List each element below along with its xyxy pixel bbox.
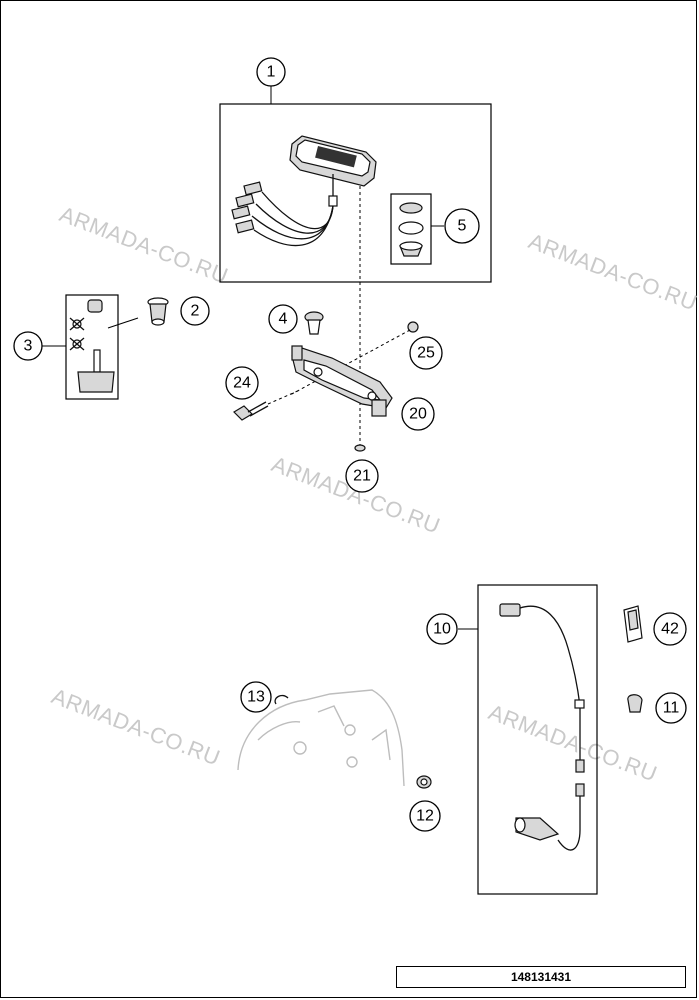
sensor-cable-illustration [499, 603, 585, 851]
sensor-cable-box [477, 584, 598, 895]
seal-kit-illustration [398, 202, 424, 257]
svg-text:1: 1 [267, 64, 276, 81]
seal-kit-box [390, 193, 432, 265]
callout-25[interactable]: 25 [409, 336, 443, 370]
callout-4[interactable]: 4 [268, 304, 298, 334]
watermark: ARMADA-CO.RU [48, 683, 223, 770]
svg-text:12: 12 [416, 808, 434, 825]
engine-cover-ghost [237, 689, 405, 787]
callout-21[interactable]: 21 [345, 459, 379, 493]
speedometer-kit-box [219, 103, 492, 283]
callout-3[interactable]: 3 [13, 331, 43, 361]
bolt-24-illustration [233, 401, 269, 421]
sleeve-12-illustration [416, 775, 432, 789]
callout-10[interactable]: 10 [426, 613, 458, 645]
assembly-axis [267, 389, 301, 405]
svg-text:4: 4 [279, 311, 288, 328]
callout-20[interactable]: 20 [401, 397, 435, 431]
drawing-number: 148131431 [396, 966, 686, 988]
svg-text:24: 24 [233, 375, 251, 392]
svg-text:5: 5 [458, 218, 467, 235]
grommet-illustration [304, 311, 324, 335]
leader-line [107, 317, 139, 329]
callout-2[interactable]: 2 [180, 296, 210, 326]
screw-25-illustration [407, 321, 419, 333]
svg-text:3: 3 [24, 338, 33, 355]
callout-12[interactable]: 12 [409, 800, 441, 832]
bushing-illustration [147, 297, 169, 326]
svg-text:42: 42 [661, 621, 679, 638]
callout-13[interactable]: 13 [240, 681, 272, 713]
svg-text:11: 11 [663, 700, 680, 717]
callout-5[interactable]: 5 [444, 208, 480, 244]
callout-11[interactable]: 11 [655, 692, 687, 724]
holder-bracket-illustration [291, 345, 393, 417]
svg-text:21: 21 [353, 468, 371, 485]
lock-kit-illustration [69, 299, 115, 393]
assembly-axis [289, 329, 411, 396]
svg-text:13: 13 [247, 689, 265, 706]
lock-kit-box [65, 294, 119, 400]
circlip-illustration [274, 694, 289, 705]
svg-text:10: 10 [433, 621, 451, 638]
callout-24[interactable]: 24 [225, 366, 259, 400]
watermark: ARMADA-CO.RU [525, 228, 699, 315]
clamp-11-illustration [627, 694, 643, 713]
svg-text:25: 25 [417, 345, 435, 362]
watermark: ARMADA-CO.RU [56, 201, 231, 288]
callout-42[interactable]: 42 [653, 612, 687, 646]
svg-text:2: 2 [191, 303, 200, 320]
speedometer-illustration [231, 135, 377, 247]
svg-text:20: 20 [409, 406, 427, 423]
screw-21-illustration [354, 444, 366, 452]
clip-42-illustration [623, 605, 643, 643]
callout-1[interactable]: 1 [256, 57, 286, 87]
